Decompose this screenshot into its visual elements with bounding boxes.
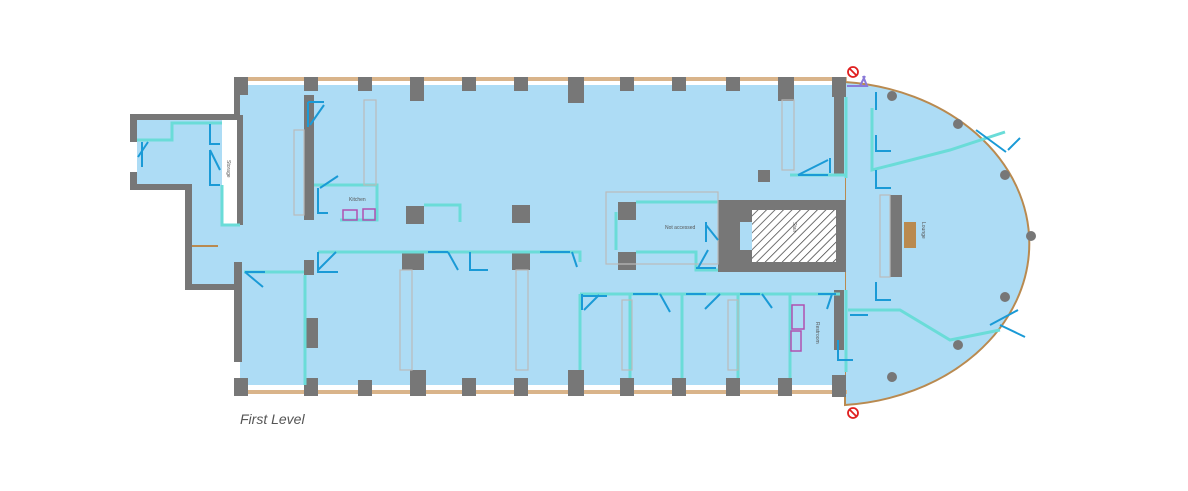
room-label-restroom: Restroom: [814, 322, 820, 344]
room-label-stair: Stair: [791, 222, 797, 233]
room-label-not-accessed: Not accessed: [665, 225, 696, 231]
plumbing-fixtures: [342, 208, 805, 352]
doors[interactable]: [137, 92, 1026, 361]
level-title: First Level: [240, 411, 305, 427]
room-label-lounge: Lounge: [920, 222, 926, 239]
furniture: [904, 222, 916, 248]
no-entry-icon: [847, 66, 859, 419]
fixtures-outline: [293, 99, 891, 371]
stair-hatch: [752, 210, 836, 262]
room-label-storage: Storage: [225, 160, 231, 178]
room-label-kitchen: Kitchen: [349, 197, 366, 203]
exterior-walls: [130, 77, 847, 397]
